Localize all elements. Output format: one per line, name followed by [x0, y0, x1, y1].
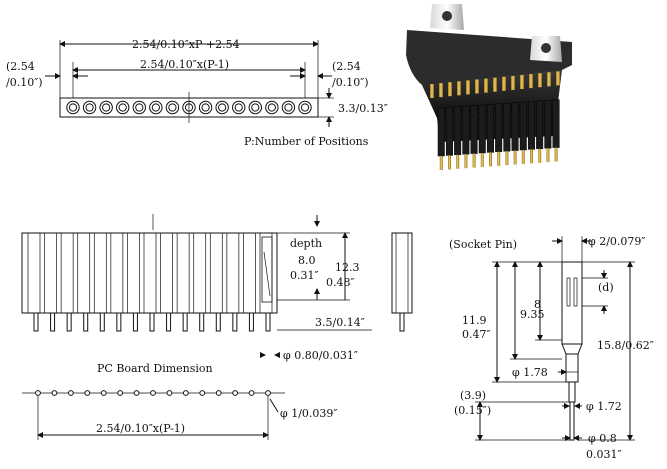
end-view-outline [391, 232, 413, 314]
tail-mm: (3.9) [460, 389, 486, 402]
height-dim-label: 3.3/0.13″ [338, 102, 388, 115]
pin-shoulder [565, 353, 579, 383]
side-pin [66, 312, 72, 332]
side-pin [248, 312, 254, 332]
pcb-hole-dia: φ 1/0.039″ [280, 407, 338, 420]
pcb-hole [215, 390, 222, 396]
shoulder-dia: φ 1.78 [512, 366, 548, 379]
depth-mm: 8.0 [298, 254, 316, 267]
pcb-hole [182, 390, 189, 396]
positions-note: P:Number of Positions [244, 135, 369, 148]
pin-body [561, 261, 583, 345]
side-pin [199, 312, 205, 332]
side-pin [50, 312, 56, 332]
side-pin [182, 312, 188, 332]
side-pin [33, 312, 39, 332]
pcb-hole [199, 390, 206, 396]
length-mm: 11.9 [462, 314, 487, 327]
pcb-hole [100, 390, 107, 396]
left-margin-mm: (2.54 [6, 60, 35, 73]
right-margin-in: /0.10″) [332, 76, 369, 89]
pcb-hole [248, 390, 255, 396]
pitch-dim-label: 2.54/0.10″x(P-1) [140, 58, 229, 71]
depth-label: depth [290, 237, 322, 250]
pcb-hole [150, 390, 156, 396]
pcb-hole [84, 390, 91, 396]
neck-dia: φ 1.72 [586, 400, 622, 413]
socket-pin-view: (Socket Pin) φ 2/0.079″ 15.8/0.62″ (d) 1… [449, 235, 654, 461]
connector-photo [406, 4, 572, 170]
pcb-hole [232, 390, 239, 396]
side-pin [232, 312, 238, 332]
side-pin [83, 312, 89, 332]
side-pin [116, 312, 122, 332]
pcb-hole [117, 390, 124, 396]
pin-neck [568, 381, 576, 403]
pcb-title: PC Board Dimension [97, 362, 213, 375]
side-pin [132, 312, 138, 332]
pcb-pitch-label: 2.54/0.10″x(P-1) [96, 422, 185, 435]
socket-pin-title: (Socket Pin) [449, 238, 517, 251]
d-label: (d) [598, 281, 614, 294]
pcb-hole [133, 390, 140, 396]
pcb-hole [67, 390, 74, 396]
height-in: 0.48″ [326, 276, 355, 289]
side-pin [265, 312, 271, 332]
tail-in: (0.15″) [454, 404, 491, 417]
inner-small: 8 [534, 298, 541, 311]
pin-dia-label: φ 0.80/0.031″ [283, 349, 358, 362]
side-pin [215, 312, 221, 332]
top-view: 2.54/0.10″xP +2.54 2.54/0.10″x(P-1) (2.5… [6, 38, 388, 148]
pin-tail [569, 401, 575, 441]
side-pin [149, 312, 155, 332]
tip-in: 0.031″ [586, 448, 622, 461]
pcb-hole [166, 390, 173, 396]
depth-in: 0.31″ [290, 269, 319, 282]
contact-holes [66, 92, 312, 123]
end-view-pin [399, 312, 405, 332]
height-mm: 12.3 [335, 261, 360, 274]
pcb-hole [265, 390, 271, 396]
tip-dia: φ 0.8 [588, 432, 617, 445]
top-dia-label: φ 2/0.079″ [588, 235, 646, 248]
right-margin-mm: (2.54 [332, 60, 361, 73]
length-in: 0.47″ [462, 328, 491, 341]
overall-dim-label: 2.54/0.10″xP +2.54 [132, 38, 240, 51]
pcb-dimension: PC Board Dimension φ 1/0.039″ 2.54/0.10″… [22, 362, 338, 440]
pcb-hole [51, 390, 58, 396]
side-pin [99, 312, 105, 332]
tail-dim-label: 3.5/0.14″ [315, 316, 365, 329]
side-pin [166, 312, 172, 332]
left-margin-in: /0.10″) [6, 76, 43, 89]
pcb-holes [35, 390, 271, 396]
pcb-hole [35, 390, 41, 396]
total-length: 15.8/0.62″ [597, 339, 654, 352]
side-view: depth 8.0 0.31″ 12.3 0.48″ 3.5/0.14″ φ 0… [21, 214, 413, 362]
